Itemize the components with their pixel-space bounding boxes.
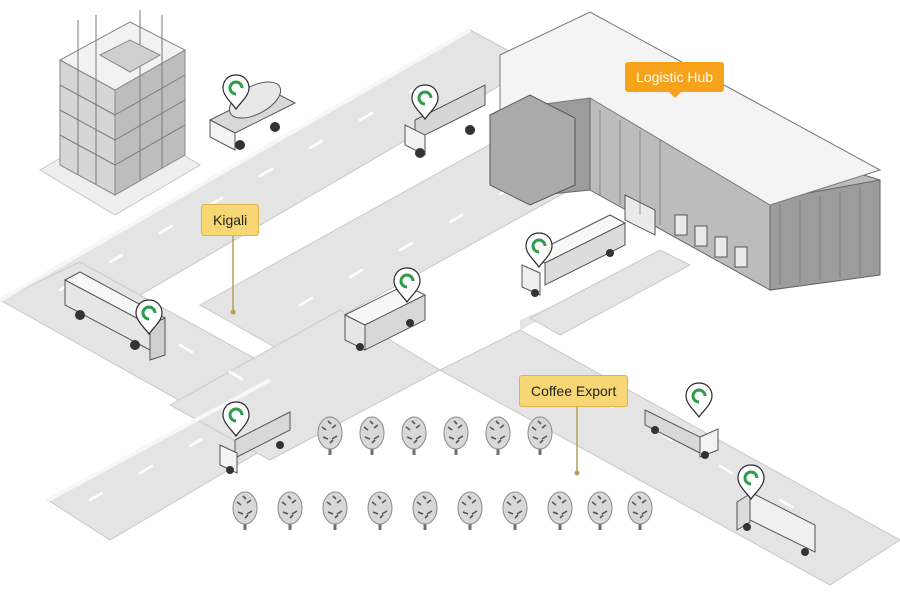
kigali-label[interactable]: Kigali <box>201 204 260 236</box>
tree-icon <box>443 416 469 456</box>
location-pin-icon[interactable] <box>684 381 714 419</box>
building-icon <box>39 10 201 216</box>
tree-icon <box>232 491 258 531</box>
truck-flatbed-right <box>644 409 719 459</box>
road-hub-access <box>528 249 692 336</box>
coffee-export-label[interactable]: Coffee Export <box>519 375 629 407</box>
tree-icon <box>322 491 348 531</box>
truck-trailer-right <box>521 214 627 297</box>
road-lower-right <box>438 329 900 586</box>
tree-icon <box>401 416 427 456</box>
warehouse-icon <box>489 11 882 291</box>
tree-icon <box>457 491 483 531</box>
tree-icon <box>502 491 528 531</box>
tree-icon <box>587 491 613 531</box>
tree-icon <box>317 416 343 456</box>
tree-icon <box>547 491 573 531</box>
truck-concrete-mixer <box>208 81 297 151</box>
truck-box-lower-right <box>736 491 816 556</box>
truck-flatbed-lower-left <box>219 411 291 474</box>
tree-icon <box>527 416 553 456</box>
tree-icon <box>627 491 653 531</box>
tree-icon <box>412 491 438 531</box>
tree-icon <box>359 416 385 456</box>
logistic-hub-label[interactable]: Logistic Hub <box>625 62 725 98</box>
tree-icon <box>367 491 393 531</box>
truck-flatbed-top <box>404 84 486 158</box>
tree-icon <box>485 416 511 456</box>
tree-icon <box>277 491 303 531</box>
